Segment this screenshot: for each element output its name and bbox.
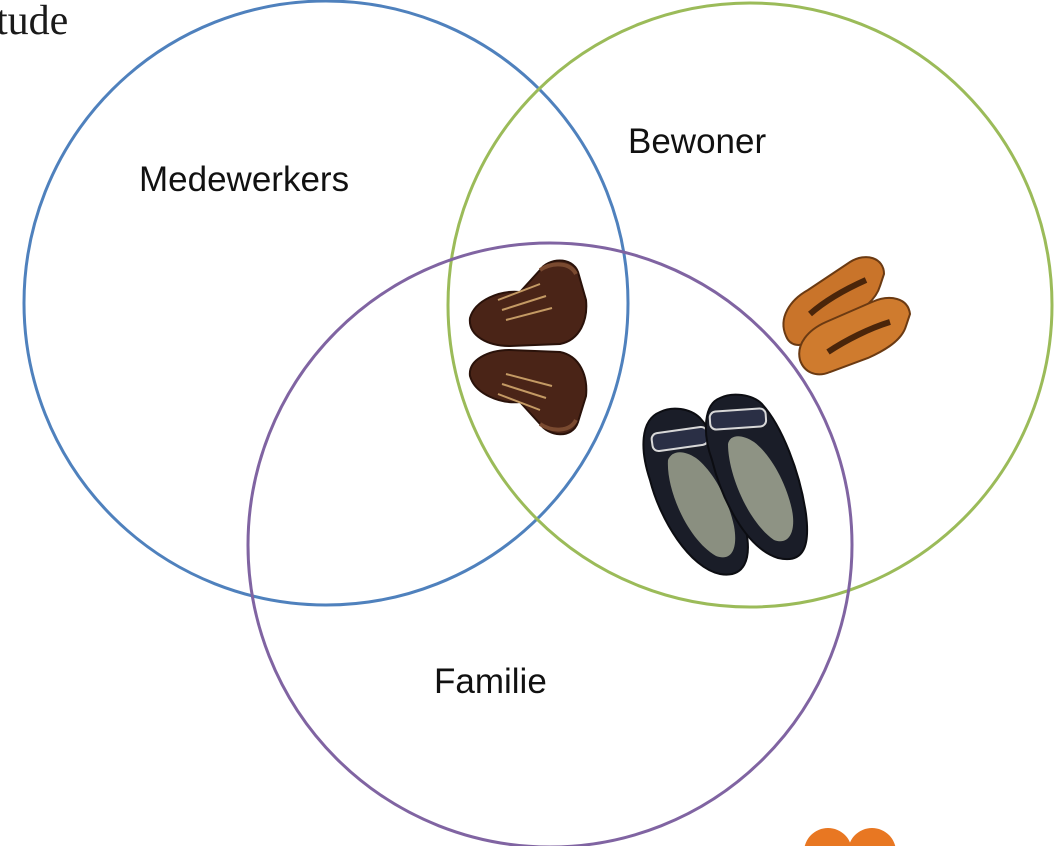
orange-loafers-icon bbox=[783, 257, 910, 374]
logo-icon bbox=[804, 828, 896, 846]
label-bewoner: Bewoner bbox=[628, 122, 766, 162]
black-flats-icon bbox=[643, 395, 807, 575]
label-medewerkers: Medewerkers bbox=[139, 160, 349, 200]
brown-boots-icon bbox=[470, 261, 586, 435]
label-familie: Familie bbox=[434, 662, 547, 702]
